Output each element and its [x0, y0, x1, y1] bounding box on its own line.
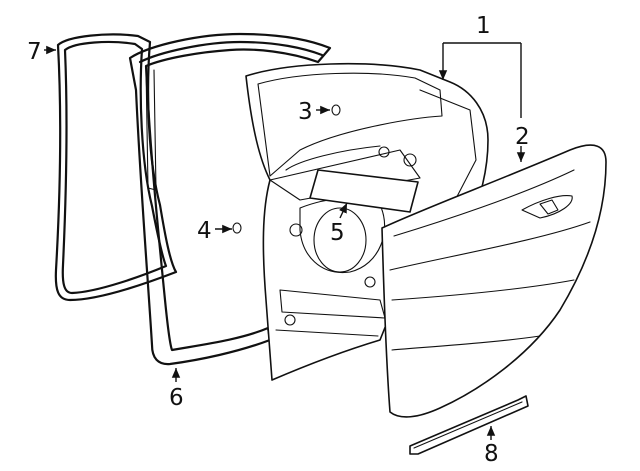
part-2-outer-door-skin — [381, 144, 607, 418]
part-6-weatherstrip-inner — [128, 32, 332, 366]
callout-5: 5 — [330, 220, 345, 246]
callout-4: 4 — [197, 218, 212, 244]
part-7-weatherstrip-outer — [54, 33, 178, 302]
part-8-lower-moulding — [409, 395, 529, 455]
part-5-panel-label — [309, 169, 419, 213]
callout-labels: 1 2 3 4 5 6 7 8 — [27, 13, 530, 467]
part-3-plug — [331, 104, 341, 116]
callout-3: 3 — [298, 99, 313, 125]
callout-6: 6 — [169, 385, 184, 411]
callout-8: 8 — [484, 441, 499, 467]
leader-lines — [44, 42, 526, 440]
part-4-plug — [232, 222, 242, 234]
callout-7: 7 — [27, 39, 42, 65]
callout-2: 2 — [515, 124, 530, 150]
callout-1: 1 — [476, 13, 491, 39]
